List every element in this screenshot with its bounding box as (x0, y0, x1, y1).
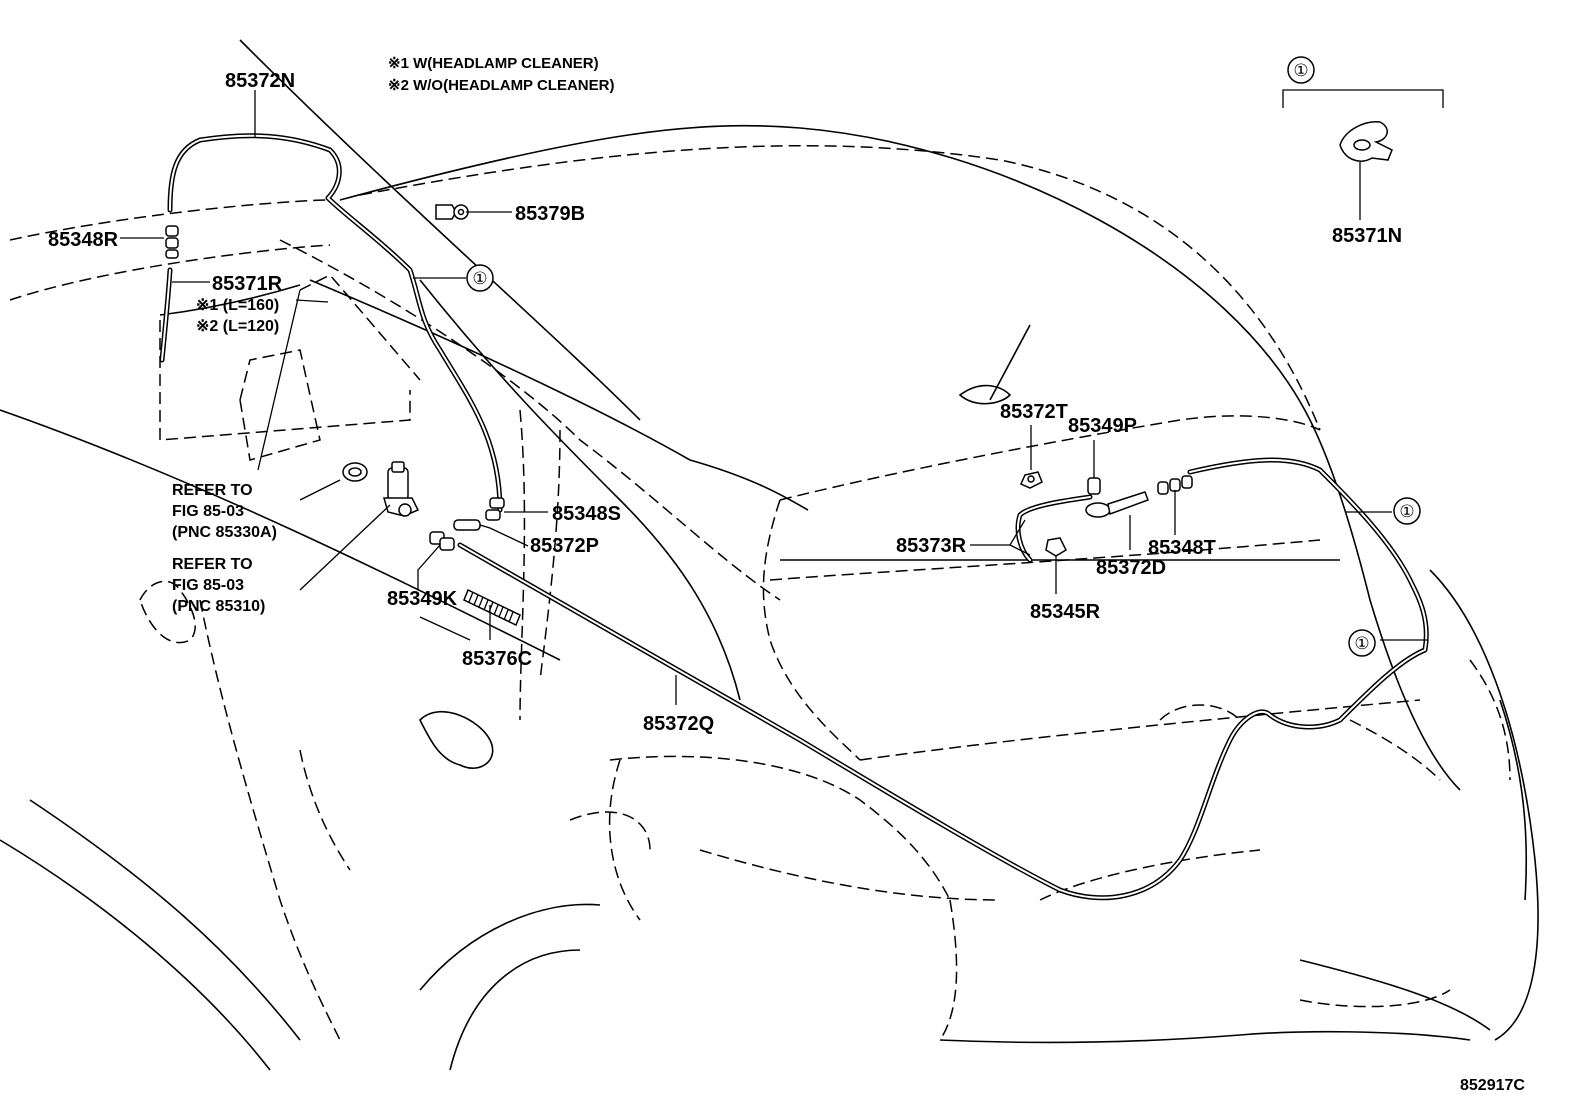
callout-marker-text: ① (1354, 634, 1369, 653)
vehicle-body-outline (0, 39, 1539, 1071)
clip-85345R (1045, 537, 1067, 557)
callout-marker-text: ① (472, 269, 487, 288)
ref-pnc-85310-line2: FIG 85-03 (172, 577, 244, 594)
joint-85348R (165, 225, 179, 259)
note-headlamp-cleaner-without: ※2 W/O(HEADLAMP CLEANER) (388, 77, 614, 94)
callout-marker-top-center: ① (466, 264, 494, 292)
label-85372D: 85372D (1096, 557, 1166, 579)
grommet-85330A (342, 462, 368, 482)
note-headlamp-cleaner-with: ※1 W(HEADLAMP CLEANER) (388, 55, 599, 72)
callout-marker-detail: ① (1287, 56, 1315, 84)
door-handle (419, 710, 494, 769)
label-85348S: 85348S (552, 503, 621, 525)
label-85372Q: 85372Q (643, 713, 714, 735)
washer-hose-route (159, 133, 1429, 901)
callout-marker-right-upper: ① (1393, 497, 1421, 525)
leader-lines (120, 90, 1428, 705)
check-valve-85349K (429, 531, 455, 551)
mirror-outline (139, 580, 196, 644)
detail-marker-text: ① (1293, 61, 1308, 80)
label-85349K: 85349K (387, 588, 458, 610)
clip-85379B (435, 204, 469, 220)
connector-85372P (453, 519, 481, 531)
hose-protector-85376C (463, 588, 521, 627)
label-85372T: 85372T (1000, 401, 1068, 423)
label-85371R-length-with: ※1 (L=160) (196, 297, 279, 314)
label-85373R: 85373R (896, 535, 967, 557)
label-85348R: 85348R (48, 229, 119, 251)
callout-marker-right-lower: ① (1348, 629, 1376, 657)
label-85371N: 85371N (1332, 225, 1402, 247)
vehicle-dashed-lines (9, 145, 1511, 1041)
antenna (958, 324, 1031, 405)
ref-pnc-85330a-line1: REFER TO (172, 482, 253, 499)
callout-marker-text: ① (1399, 502, 1414, 521)
label-85379B: 85379B (515, 203, 585, 225)
label-85376C: 85376C (462, 648, 532, 670)
figure-id: 852917C (1460, 1077, 1525, 1094)
clip-85371N-detail (1339, 121, 1393, 162)
ref-pnc-85330a-line2: FIG 85-03 (172, 503, 244, 520)
label-85371R: 85371R (212, 273, 283, 295)
label-85345R: 85345R (1030, 601, 1101, 623)
label-85372P: 85372P (530, 535, 599, 557)
detail-bracket (1282, 89, 1444, 108)
label-85348T: 85348T (1148, 537, 1216, 559)
washer-pump (383, 461, 420, 517)
joint-85348S (485, 497, 505, 521)
ref-pnc-85310-line3: (PNC 85310) (172, 598, 265, 615)
valve-85349P (1087, 477, 1101, 495)
ref-pnc-85310-line1: REFER TO (172, 556, 253, 573)
label-85349P: 85349P (1068, 415, 1137, 437)
nozzle-85372D (1085, 491, 1149, 518)
label-85371R-length-without: ※2 (L=120) (196, 318, 279, 335)
clip-85372T (1020, 471, 1043, 489)
label-85372N: 85372N (225, 70, 295, 92)
ref-pnc-85330a-line3: (PNC 85330A) (172, 524, 277, 541)
